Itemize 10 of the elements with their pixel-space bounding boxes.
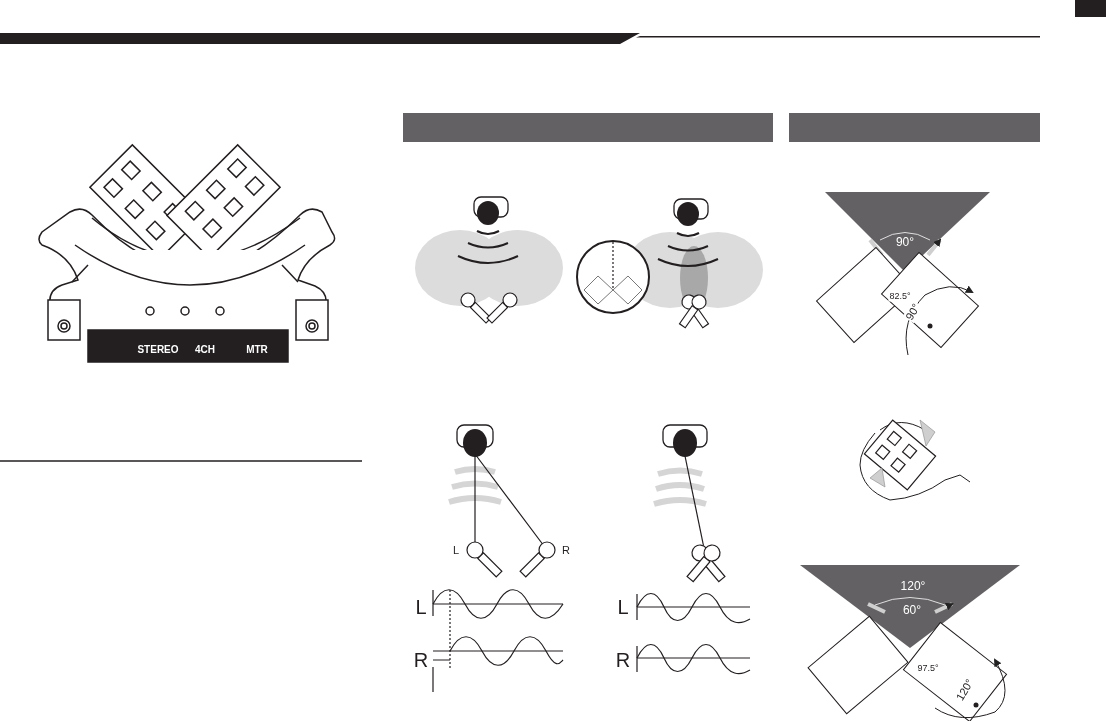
angle-label: 60° — [902, 604, 922, 616]
channel-label: R — [561, 543, 571, 557]
angle-label: 97.5° — [916, 662, 940, 674]
angle-label: 120° — [900, 580, 926, 592]
mode-label: 4CH — [195, 345, 215, 355]
channel-label: L — [451, 543, 461, 557]
mode-label: STEREO — [137, 345, 179, 355]
angle-label: 82.5° — [888, 290, 912, 302]
mode-label: MTR — [246, 345, 268, 355]
angle-label: 90° — [895, 236, 915, 248]
